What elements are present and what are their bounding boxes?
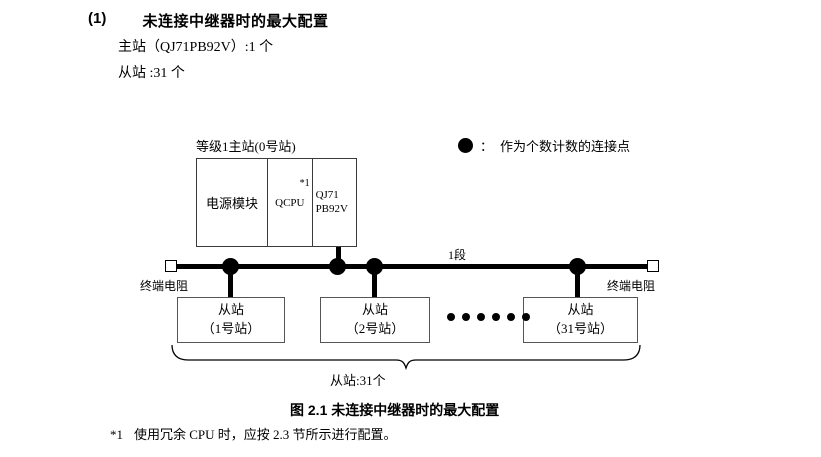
legend-label: 作为个数计数的连接点 <box>500 139 631 154</box>
slave-31-title: 从站 <box>567 302 594 318</box>
qcpu-cell: QCPU *1 <box>268 159 313 246</box>
terminator-right-label: 终端电阻 <box>607 279 656 293</box>
ellipsis-dot <box>462 313 470 321</box>
slave-station-box-31: 从站 （31号站） <box>523 297 638 343</box>
slave-1-title: 从站 <box>217 302 244 318</box>
ellipsis-dot <box>492 313 500 321</box>
power-module-label: 电源模块 <box>206 196 259 211</box>
pb92v-label-block: QJ71 PB92V <box>313 189 356 217</box>
slave-station-box-2: 从站 （2号站） <box>320 297 430 343</box>
qcpu-footnote-mark: *1 <box>299 178 310 189</box>
pb92v-label-line1: QJ71 <box>315 188 339 201</box>
slave-2-title: 从站 <box>361 302 388 318</box>
master-station-box: 电源模块 QCPU *1 QJ71 PB92V <box>196 158 357 247</box>
pb92v-cell: QJ71 PB92V <box>313 159 356 246</box>
drop-line-slave2 <box>372 266 377 298</box>
slave-1-subtitle: （1号站） <box>201 321 261 336</box>
bus-trunk-line <box>171 264 655 269</box>
legend: ： 作为个数计数的连接点 <box>458 136 630 155</box>
slave-count-brace <box>171 344 641 370</box>
ellipsis-dot <box>522 313 530 321</box>
master-station-label: 等级1主站(0号站) <box>196 139 296 154</box>
power-module-cell: 电源模块 <box>197 159 269 246</box>
qcpu-label: QCPU <box>275 196 305 209</box>
filled-circle-icon <box>458 138 473 153</box>
figure-caption: 图 2.1 未连接中继器时的最大配置 <box>290 402 500 418</box>
segment-label: 1段 <box>448 248 467 262</box>
legend-colon: ： <box>480 139 494 154</box>
terminator-left-icon <box>165 260 177 272</box>
heading-number: (1) <box>88 10 107 27</box>
spec-master-station: 主站（QJ71PB92V）:1 个 <box>118 40 274 55</box>
page-title: (1) 未连接中继器时的最大配置 <box>118 10 329 31</box>
slave-station-box-1: 从站 （1号站） <box>177 297 285 343</box>
pb92v-label-line2: PB92V <box>315 202 348 215</box>
ellipsis-dots <box>447 313 530 321</box>
drop-line-slave31 <box>575 266 580 298</box>
page-title-text: 未连接中继器时的最大配置 <box>142 13 329 30</box>
ellipsis-dot <box>447 313 455 321</box>
terminator-left-label: 终端电阻 <box>140 279 189 293</box>
spec-slave-station: 从站 :31 个 <box>118 66 185 81</box>
footnote-text: 使用冗余 CPU 时，应按 2.3 节所示进行配置。 <box>134 427 397 442</box>
ellipsis-dot <box>507 313 515 321</box>
connection-dot-master <box>329 258 346 275</box>
slave-31-subtitle: （31号站） <box>547 321 613 336</box>
drop-line-slave1 <box>228 266 233 298</box>
slave-2-subtitle: （2号站） <box>345 321 405 336</box>
terminator-right-icon <box>647 260 659 272</box>
slave-count-label: 从站:31个 <box>330 373 386 388</box>
footnote-mark: *1 <box>110 427 123 442</box>
ellipsis-dot <box>477 313 485 321</box>
footnote: *1 使用冗余 CPU 时，应按 2.3 节所示进行配置。 <box>110 424 397 443</box>
